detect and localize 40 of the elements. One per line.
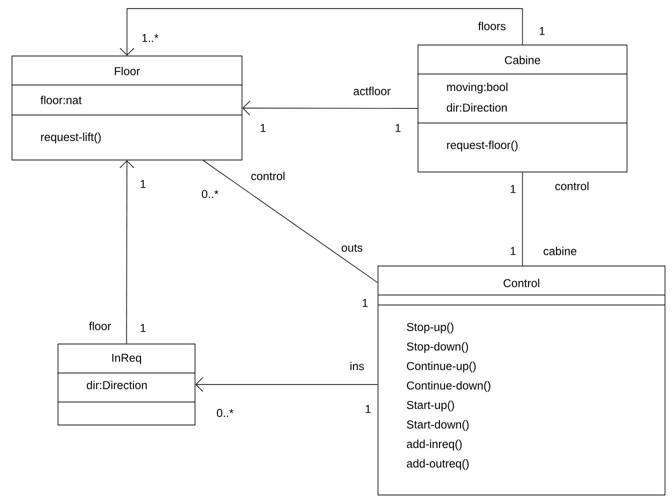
operation-text: request-floor()	[447, 140, 518, 152]
operation-text: request-lift()	[41, 132, 101, 144]
operation-text: Continue-up()	[406, 362, 476, 372]
attribute-text: dir:Direction	[446, 103, 507, 112]
association-label: 1	[260, 124, 266, 132]
association-label: ins	[350, 362, 364, 370]
class-box: InReq dir:Direction	[58, 344, 196, 426]
attribute-text: moving:bool	[447, 82, 508, 94]
association-label: 1	[140, 324, 146, 332]
association-line	[242, 100, 418, 116]
association-line	[202, 160, 378, 283]
class-box: Cabine moving:bool dir:Direction request-floor()	[418, 44, 628, 172]
association-label: actfloor	[354, 86, 391, 96]
class-box: Floor floor:nat request-lift()	[12, 56, 242, 160]
association-label: 0..*	[202, 190, 218, 198]
operation-text: add-outreq()	[406, 459, 469, 470]
operation-text: Stop-up()	[406, 322, 454, 334]
attribute-text: dir:Direction	[86, 380, 147, 390]
operation-text: Start-down()	[406, 420, 469, 431]
class-box: Control Stop-up() Stop-down() Continue-up() Continue-down() Start-up() Start-down() add-inreq() add-outreq()	[378, 266, 666, 496]
association-label: cabine	[544, 246, 576, 256]
association-label: floor	[89, 322, 111, 330]
association-label: 1..*	[142, 34, 158, 42]
association-line	[522, 172, 523, 266]
association-line	[120, 8, 523, 56]
operation-text: Stop-down()	[406, 342, 468, 353]
association-label: 0..*	[216, 408, 234, 418]
association-label: control	[251, 172, 284, 180]
association-label: 1	[140, 180, 146, 188]
association-label: floors	[478, 22, 506, 30]
association-line	[195, 377, 378, 392]
association-label: 1	[510, 247, 516, 255]
operation-text: Start-up()	[406, 400, 454, 412]
association-line	[120, 160, 134, 344]
operation-text: add-inreq()	[406, 440, 462, 450]
association-label: outs	[342, 244, 362, 252]
operation-text: Continue-down()	[406, 381, 490, 392]
attribute-text: floor:nat	[40, 96, 82, 104]
association-label: 1	[510, 185, 516, 193]
association-label: 1	[396, 124, 401, 132]
